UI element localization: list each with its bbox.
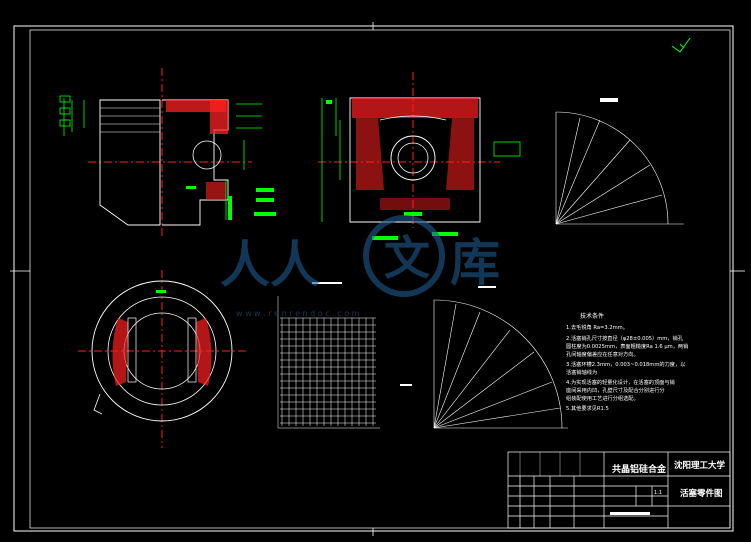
tech-note-line: 圆柱度为0.0025mm，表面粗糙度Ra 1.6 μm，两销 bbox=[566, 342, 688, 350]
top-view bbox=[78, 270, 248, 448]
drawing-name: 活塞零件图 bbox=[680, 488, 723, 499]
frame-ticks bbox=[10, 22, 745, 536]
cross-section-view bbox=[318, 72, 521, 240]
tech-note-line: 座间采用内凹，孔壁尺寸及配合分别进行分 bbox=[566, 386, 665, 394]
drawing-inner-frame bbox=[29, 29, 731, 529]
tech-notes-heading: 技术条件 bbox=[580, 312, 604, 320]
misc-marks bbox=[312, 282, 496, 386]
technical-notes: 技术条件 1.去毛锐角 Ra=3.2mm。 2.活塞销孔尺寸按直径（φ28±0.… bbox=[566, 312, 688, 412]
watermark-right-char: 库 bbox=[450, 233, 500, 292]
stress-grid-chart bbox=[277, 296, 380, 429]
tech-note-line: 孔间轴度偏差应在任意对方向。 bbox=[566, 350, 639, 358]
material-label: 共晶铝硅合金 bbox=[612, 463, 667, 475]
watermark: 人人 文 库 w w w . r e n r e n d o c . c o m bbox=[220, 215, 500, 318]
tech-note-line: 5.其他要求见R1.5 bbox=[566, 404, 609, 412]
ring-pressure-fan-diagram-large bbox=[433, 299, 568, 429]
watermark-left-chars: 人人 bbox=[220, 235, 320, 294]
roughness-symbol bbox=[671, 37, 691, 53]
watermark-circle bbox=[363, 215, 445, 297]
title-block bbox=[507, 451, 731, 529]
ring-pressure-fan-diagram-small bbox=[555, 98, 684, 225]
title-block-fill bbox=[610, 512, 650, 515]
tech-note-line: 组装配使用工艺进行分组选配。 bbox=[566, 394, 639, 402]
watermark-center-char: 文 bbox=[384, 231, 430, 285]
tech-note-line: 4.为实现活塞的轻量化设计，在活塞的顶面与销 bbox=[566, 378, 675, 386]
drawing-outer-frame bbox=[13, 25, 734, 532]
watermark-url: w w w . r e n r e n d o c . c o m bbox=[236, 309, 360, 318]
tech-note-line: 1.去毛锐角 Ra=3.2mm。 bbox=[566, 323, 628, 331]
scale-ratio: 1:1 bbox=[654, 490, 662, 496]
front-half-section-view bbox=[59, 68, 276, 238]
tech-note-line: 2.活塞销孔尺寸按直径（φ28±0.005）mm，销孔 bbox=[566, 334, 684, 342]
school-name: 沈阳理工大学 bbox=[674, 460, 726, 471]
tech-note-line: 活塞销轴线为 bbox=[566, 368, 597, 376]
tech-note-line: 3.活塞环槽2.3mm，0.003~0.018mm的力度，以 bbox=[566, 360, 685, 368]
